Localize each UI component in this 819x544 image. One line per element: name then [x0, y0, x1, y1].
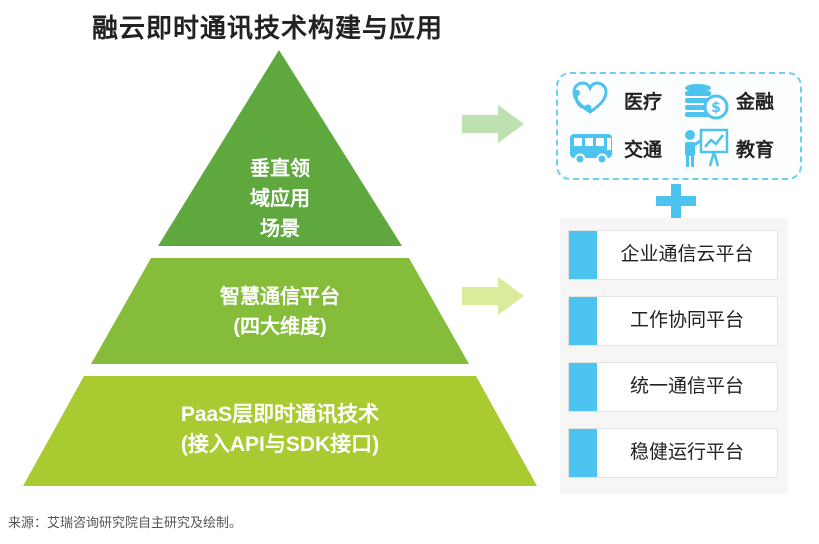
source-note: 来源：艾瑞咨询研究院自主研究及绘制。	[8, 515, 243, 530]
platform-card: 稳健运行平台	[568, 428, 778, 478]
platform-accent-bar	[569, 297, 597, 345]
pyramid-middle-line2: (四大维度)	[233, 316, 327, 338]
pyramid-diagram	[23, 50, 537, 486]
pyramid-middle-line1: 智慧通信平台	[220, 286, 340, 308]
teacher-board-icon	[685, 128, 729, 167]
app-label: 交通	[624, 139, 663, 161]
pyramid-top-text: 垂直领 域应用 场景	[220, 154, 340, 244]
app-label: 医疗	[624, 91, 663, 113]
app-healthcare: 医疗	[568, 80, 662, 120]
platform-card: 统一通信平台	[568, 362, 778, 412]
pyramid-top-line1: 垂直领	[250, 158, 310, 180]
pyramid-middle-tier	[91, 258, 469, 364]
pyramid-middle-text: 智慧通信平台 (四大维度)	[160, 282, 400, 342]
platform-label: 工作协同平台	[629, 310, 744, 331]
vertical-applications-box	[556, 72, 802, 180]
page-title: 融云即时通讯技术构建与应用	[92, 13, 444, 43]
pyramid-bottom-tier	[23, 376, 537, 486]
svg-text:$: $	[711, 100, 721, 116]
platform-accent-bar	[569, 231, 597, 279]
platform-card: 工作协同平台	[568, 296, 778, 346]
healthcare-icon	[572, 81, 608, 114]
arrow-right-icon	[462, 277, 524, 315]
app-label: 金融	[736, 91, 775, 113]
pyramid-top-line2: 域应用	[250, 188, 310, 210]
platform-label: 稳健运行平台	[629, 442, 744, 463]
app-finance: $ 金融	[680, 80, 774, 120]
app-transport: 交通	[568, 128, 662, 168]
finance-coins-icon: $	[685, 84, 729, 120]
app-label: 教育	[736, 139, 775, 161]
platform-accent-bar	[569, 363, 597, 411]
pyramid-top-line3: 场景	[260, 218, 300, 240]
bus-icon	[570, 134, 612, 165]
pyramid-bottom-text: PaaS层即时通讯技术 (接入API与SDK接口)	[100, 400, 460, 460]
pyramid-bottom-line2: (接入API与SDK接口)	[180, 433, 380, 456]
platform-card: 企业通信云平台	[568, 230, 778, 280]
platform-label: 企业通信云平台	[620, 244, 754, 265]
pyramid-bottom-line1: PaaS层即时通讯技术	[180, 403, 380, 426]
app-education: 教育	[680, 128, 774, 168]
plus-icon	[656, 184, 696, 218]
platform-accent-bar	[569, 429, 597, 477]
platform-label: 统一通信平台	[629, 376, 744, 397]
pyramid-top-tier	[158, 50, 402, 246]
arrow-right-icon	[462, 105, 524, 143]
